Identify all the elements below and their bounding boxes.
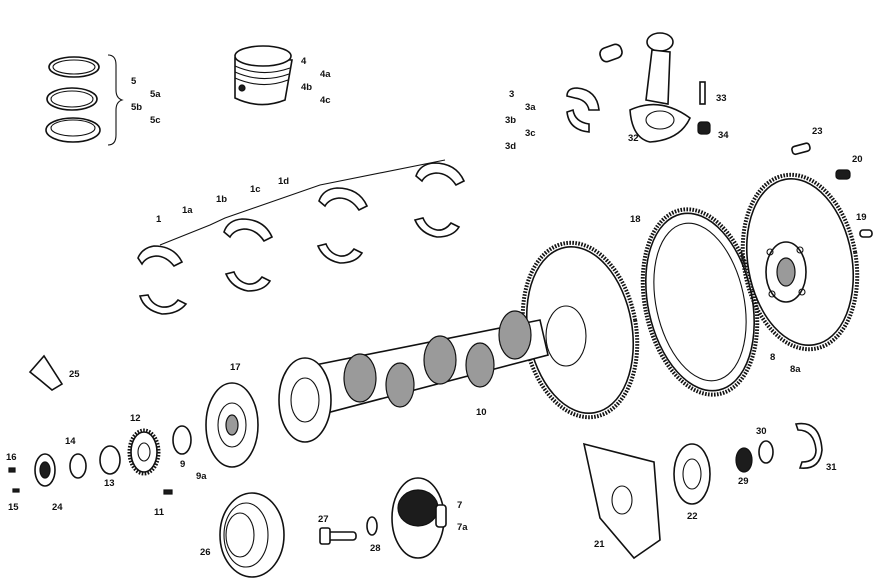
label-1b: 1b [216,194,227,205]
piston [234,45,293,106]
label-14: 14 [65,436,76,447]
label-1a: 1a [182,205,193,216]
label-1d: 1d [278,176,289,187]
label-11: 11 [154,507,165,518]
label-19: 19 [856,212,867,223]
label-8a: 8a [790,364,801,375]
timing-sprocket [127,425,192,476]
label-3b: 3b [505,115,516,126]
label-17: 17 [230,362,241,373]
label-5a: 5a [150,89,161,100]
label-9a: 9a [196,471,207,482]
label-20: 20 [852,154,863,165]
big-end-bearing [566,87,600,133]
label-8: 8 [770,352,775,363]
rear-seal-plate [673,443,711,505]
label-3c: 3c [525,128,536,139]
flywheel-bolts [791,142,873,238]
label-5b: 5b [131,102,142,113]
label-4c: 4c [320,95,331,106]
part-number-labels: 5 5a 5b 5c 4 4a 4b 4c 3 3a 3b 3c 3d 32 3… [6,56,867,558]
rear-engine-plate [582,442,661,560]
label-4: 4 [301,56,307,67]
label-3a: 3a [525,102,536,113]
label-4b: 4b [301,82,312,93]
label-30: 30 [756,426,767,437]
label-7: 7 [457,500,462,511]
flywheel [740,172,860,352]
label-9: 9 [180,459,185,470]
label-28: 28 [370,543,381,554]
label-15: 15 [8,502,19,513]
label-1c: 1c [250,184,261,195]
vibration-damper [205,382,259,468]
label-5: 5 [131,76,137,87]
crankshaft-pulley [219,492,285,578]
pulley-bolt [319,516,378,545]
label-23: 23 [812,126,823,137]
label-1: 1 [156,214,162,225]
label-26: 26 [200,547,211,558]
piston-rings [45,54,124,146]
label-4a: 4a [320,69,331,80]
crankshaft [278,240,640,443]
label-22: 22 [687,511,698,522]
label-33: 33 [716,93,727,104]
label-7a: 7a [457,522,468,533]
label-10: 10 [476,407,487,418]
main-bearing-shells [137,159,466,315]
label-3: 3 [509,89,514,100]
label-12: 12 [130,413,141,424]
connecting-rod [599,32,711,143]
label-25: 25 [69,369,80,380]
label-13: 13 [104,478,115,489]
front-seal-parts [8,445,173,495]
label-18: 18 [630,214,641,225]
pilot-bearing [735,422,823,473]
label-16: 16 [6,452,17,463]
label-34: 34 [718,130,729,141]
label-31: 31 [826,462,837,473]
lock-plate [28,354,64,391]
label-3d: 3d [505,141,516,152]
label-24: 24 [52,502,63,513]
label-27: 27 [318,514,329,525]
label-21: 21 [594,539,605,550]
label-32: 32 [628,133,639,144]
label-29: 29 [738,476,749,487]
pulley-hub [391,477,447,559]
label-5c: 5c [150,115,161,126]
